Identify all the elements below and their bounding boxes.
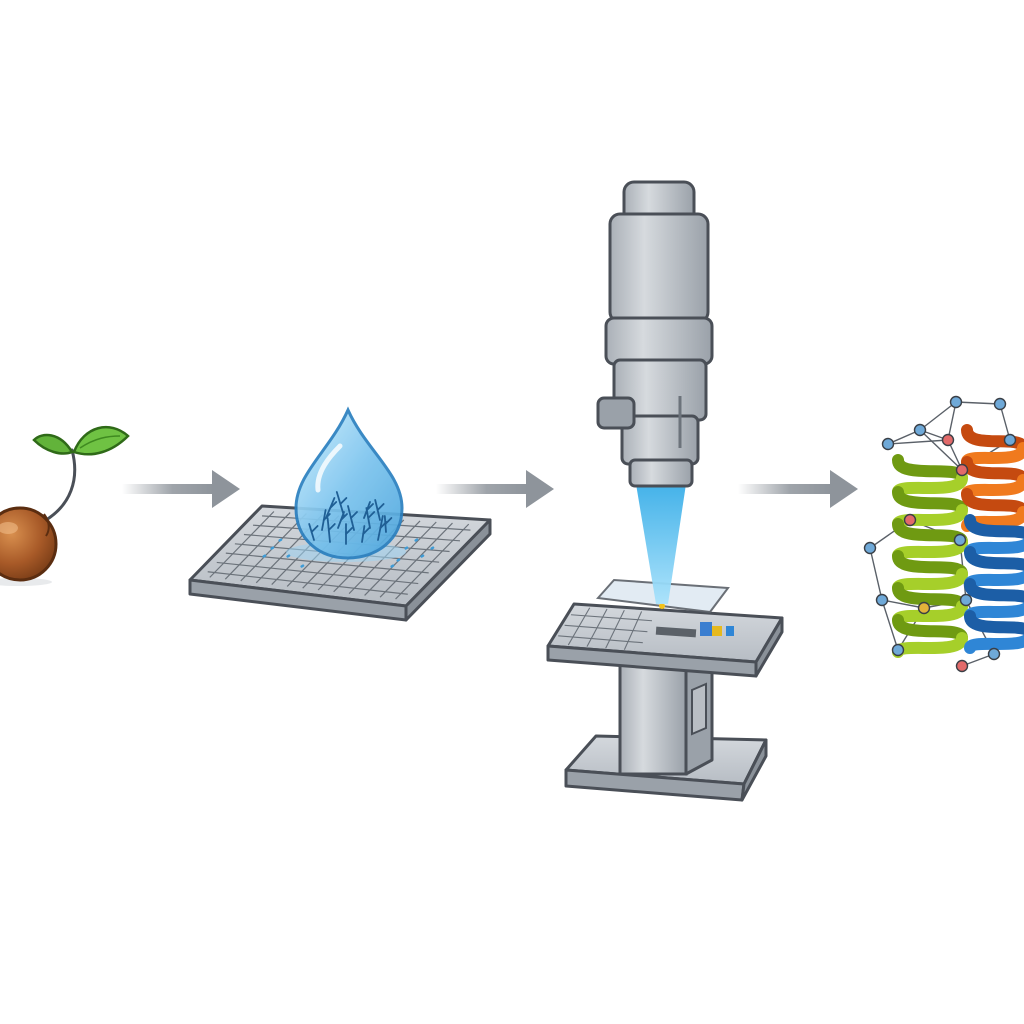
atom [955, 463, 969, 477]
xray-beam [636, 484, 686, 604]
atom [955, 659, 969, 673]
atom [987, 647, 1001, 661]
splash [278, 538, 283, 542]
splash [262, 554, 267, 558]
atom [953, 533, 967, 547]
xray-diffraction [546, 180, 784, 802]
crystal [308, 523, 319, 541]
atom [881, 437, 895, 451]
leaf-left [32, 433, 74, 455]
atom [875, 593, 889, 607]
atom [959, 593, 973, 607]
sample-stage [546, 578, 784, 678]
splash [396, 558, 401, 562]
crystal [383, 515, 393, 533]
protein-structure [863, 395, 1024, 673]
arrow-2 [436, 470, 554, 508]
splash [286, 554, 291, 558]
xray-source-icon [596, 180, 714, 488]
crystal-droplet [188, 406, 492, 622]
atom [917, 601, 931, 615]
helix-1 [892, 454, 968, 658]
crystal [335, 491, 348, 517]
protein-helix-icon [863, 395, 1024, 673]
atom [949, 395, 963, 409]
arrow-1 [122, 470, 240, 508]
crystal [374, 499, 385, 521]
crystal [361, 525, 371, 543]
helix-2 [961, 424, 1024, 532]
splash [430, 546, 435, 550]
splash [404, 546, 409, 550]
crystal [347, 505, 358, 531]
atom [913, 423, 927, 437]
atom [863, 541, 877, 555]
splash [300, 564, 305, 568]
atom [891, 643, 905, 657]
atom [993, 397, 1007, 411]
crystal [326, 517, 336, 543]
splash [270, 546, 275, 550]
arrow-3 [738, 470, 858, 508]
helix-3 [964, 514, 1024, 654]
atom [1003, 433, 1017, 447]
atom [903, 513, 917, 527]
atom [941, 433, 955, 447]
crystal [325, 497, 338, 519]
sprout-icon [32, 426, 130, 522]
leaf-right [72, 426, 130, 456]
crystal [363, 501, 374, 519]
splash [420, 554, 425, 558]
crystal [345, 523, 353, 545]
splash [390, 564, 395, 568]
splash [414, 538, 419, 542]
water-drop-icon [262, 406, 435, 568]
sprouting-seed [0, 426, 130, 586]
instrument-base [564, 650, 768, 802]
